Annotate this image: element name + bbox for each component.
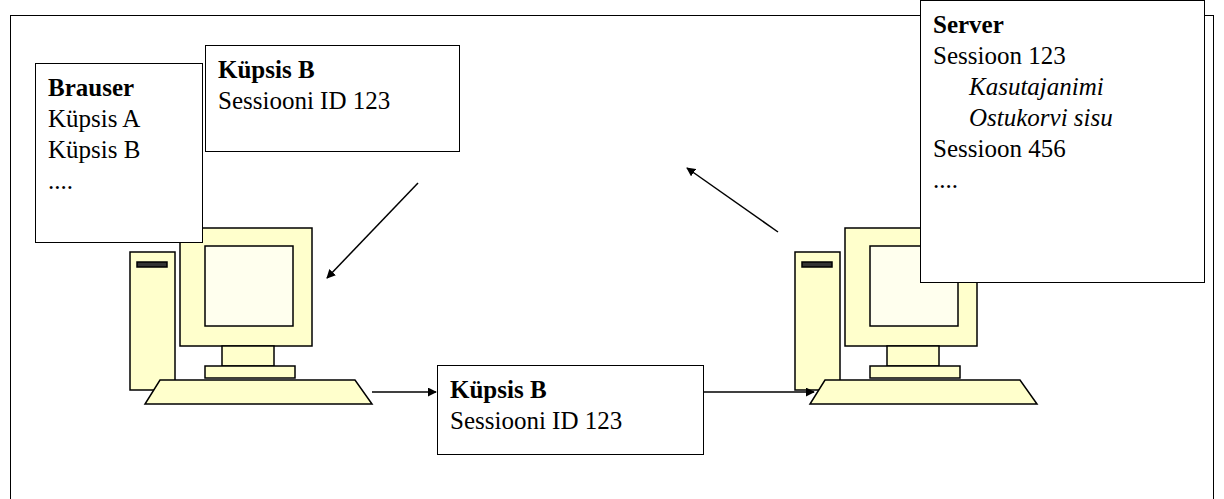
arrow: [704, 391, 814, 393]
box-heading: Brauser: [48, 72, 192, 103]
arrow: [372, 391, 436, 393]
box-line: Sessiooni ID 123: [218, 85, 449, 116]
box-heading: Server: [933, 9, 1194, 40]
arrow: [327, 183, 418, 278]
arrow: [687, 168, 778, 232]
box-line: ....: [48, 165, 192, 196]
box-line: Küpsis A: [48, 103, 192, 134]
box-line: ....: [933, 164, 1194, 195]
box-heading: Küpsis B: [218, 54, 449, 85]
box-heading: Küpsis B: [450, 374, 693, 405]
message-box: Küpsis BSessiooni ID 123: [437, 365, 704, 455]
box-line: Sessioon 456: [933, 133, 1194, 164]
box-line: Küpsis B: [48, 134, 192, 165]
box-line: Ostukorvi sisu: [933, 102, 1194, 133]
browser-box: BrauserKüpsis AKüpsis B....: [35, 63, 203, 243]
arrows: [327, 168, 814, 392]
server-box: ServerSessioon 123KasutajanimiOstukorvi …: [920, 0, 1205, 283]
box-line: Sessiooni ID 123: [450, 405, 693, 436]
message-box: Küpsis BSessiooni ID 123: [205, 45, 460, 152]
box-line: Kasutajanimi: [933, 71, 1194, 102]
browser-computer: [130, 228, 372, 404]
box-line: Sessioon 123: [933, 40, 1194, 71]
